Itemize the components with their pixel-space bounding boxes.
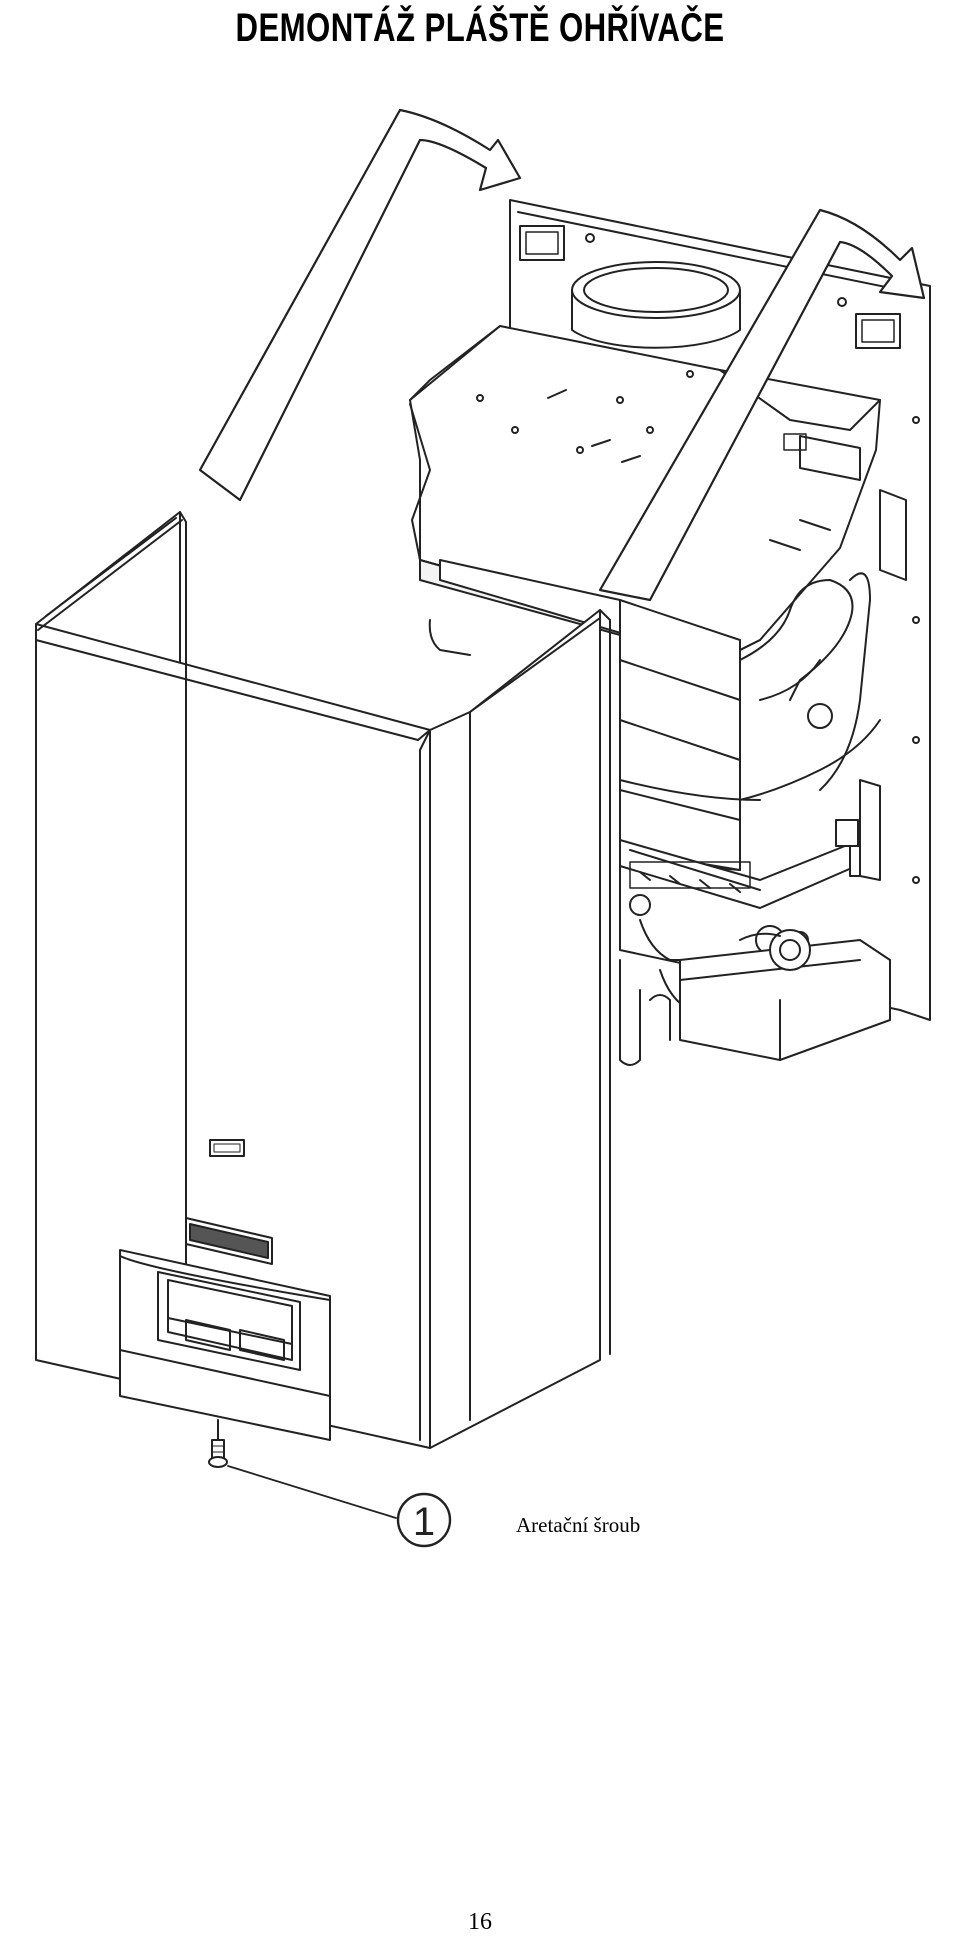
page-title: DEMONTÁŽ PLÁŠTĚ OHŘÍVAČE bbox=[235, 6, 725, 50]
front-casing bbox=[35, 511, 611, 1449]
left-removal-arrow bbox=[198, 108, 522, 502]
water-section bbox=[619, 929, 891, 1066]
callout-marker bbox=[396, 1492, 452, 1548]
nameplate-badge bbox=[185, 1217, 273, 1265]
locking-screw bbox=[208, 1419, 228, 1468]
callout-label: Aretační šroub bbox=[516, 1513, 641, 1537]
callout-leader-line bbox=[227, 1465, 397, 1519]
callout-number: 1 bbox=[413, 1500, 435, 1544]
right-removal-arrow bbox=[598, 208, 926, 602]
control-panel-bezel bbox=[119, 1249, 331, 1441]
indicator-window bbox=[209, 1139, 245, 1157]
flue-collar bbox=[571, 261, 741, 349]
page-number: 16 bbox=[468, 1909, 492, 1935]
